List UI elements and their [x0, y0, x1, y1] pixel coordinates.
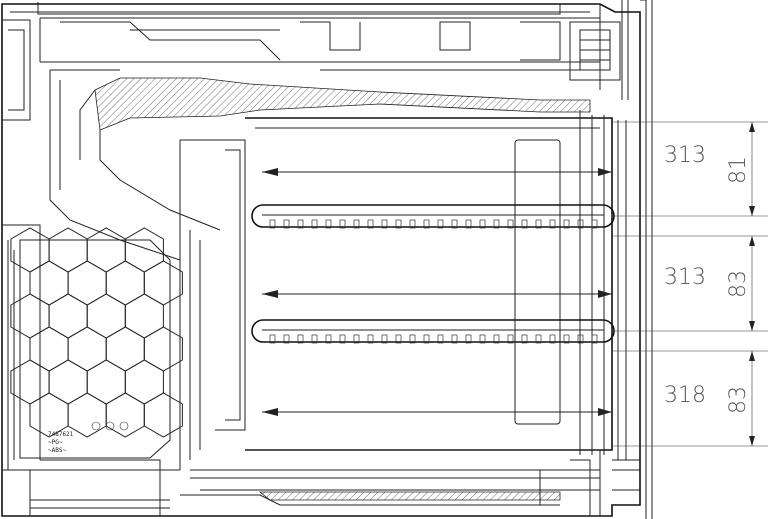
shelf-slot	[409, 219, 416, 229]
shelf-slot	[549, 219, 556, 229]
grille-cell	[143, 326, 183, 372]
shelf-slot	[479, 334, 486, 344]
depth-label-2: 313	[664, 265, 706, 290]
grille-cell	[105, 326, 145, 372]
shelf-slot	[381, 219, 388, 229]
grille-cell	[48, 227, 88, 273]
grille-cell	[29, 260, 69, 306]
shelf-slot	[325, 219, 332, 229]
shelf-slot	[269, 334, 276, 344]
grille-cell	[124, 227, 164, 273]
fan-column	[179, 139, 246, 470]
grille-cell	[124, 293, 164, 339]
grille-cell	[67, 326, 107, 372]
shelf-slot	[311, 334, 318, 344]
honeycomb-grille	[10, 227, 183, 438]
grille-cell	[67, 260, 107, 306]
shelf-slot	[423, 334, 430, 344]
shelf-slot	[283, 334, 290, 344]
shelf-slot	[451, 219, 458, 229]
shelf-slot	[339, 334, 346, 344]
part-label: 7487621 ~PG~ ~ABS~	[48, 421, 129, 454]
shelf-slot	[507, 334, 514, 344]
top-structure	[39, 17, 621, 90]
grille-cell	[10, 293, 50, 339]
shelf-slot	[451, 334, 458, 344]
shelf-slot	[297, 219, 304, 229]
grille-cell	[124, 359, 164, 405]
shelf-slot	[535, 334, 542, 344]
grille-frame	[19, 239, 171, 459]
bottom-structure	[30, 459, 640, 516]
shelf-slot	[339, 219, 346, 229]
depth-label-3: 318	[664, 383, 706, 408]
shelf-slot	[521, 334, 528, 344]
shelf-slot	[353, 334, 360, 344]
shelf-slot	[367, 219, 374, 229]
shelf-slot	[381, 334, 388, 344]
depth-label-1: 313	[664, 143, 706, 168]
shelf-slot	[325, 334, 332, 344]
shelf-slot	[269, 219, 276, 229]
shelf-slot	[465, 219, 472, 229]
shelf-slot	[367, 334, 374, 344]
height-label-3: 83	[726, 386, 751, 414]
shelf-slot	[423, 219, 430, 229]
grille-cell	[105, 260, 145, 306]
part-sublabel-2: ~ABS~	[48, 447, 66, 454]
shelf-slot	[395, 334, 402, 344]
depth-arrows	[262, 168, 612, 416]
left-panel	[2, 19, 180, 516]
grille-cell	[67, 392, 107, 438]
shelf-slot	[577, 219, 584, 229]
main-compartment	[190, 110, 640, 516]
shelf-slot	[395, 219, 402, 229]
shelf-2-slots	[269, 334, 598, 344]
part-sublabel-1: ~PG~	[48, 439, 63, 446]
shelf-slot	[437, 334, 444, 344]
shelf-slot	[311, 219, 318, 229]
shelf-slot	[563, 219, 570, 229]
shelf-slot	[493, 219, 500, 229]
shelf-slot	[493, 334, 500, 344]
shelf-1-slots	[269, 219, 598, 229]
shelf-slot	[353, 219, 360, 229]
shelf-slot	[591, 219, 598, 229]
shelf-slot	[465, 334, 472, 344]
grille-cell	[10, 227, 50, 273]
grille-cell	[143, 392, 183, 438]
shelf-slot	[283, 219, 290, 229]
shelf-slot	[591, 334, 598, 344]
shelf-slot	[437, 219, 444, 229]
grille-cell	[29, 326, 69, 372]
shelf-slot	[297, 334, 304, 344]
shelf-slot	[549, 334, 556, 344]
grille-cell	[86, 359, 126, 405]
shelf-slot	[563, 334, 570, 344]
dimension-lines	[612, 121, 768, 447]
air-duct	[49, 69, 591, 261]
grille-cell	[48, 293, 88, 339]
grille-cell	[10, 359, 50, 405]
shelf-slot	[577, 334, 584, 344]
grille-cell	[143, 260, 183, 306]
height-label-1: 81	[726, 156, 751, 184]
grille-cell	[86, 293, 126, 339]
grille-cell	[48, 359, 88, 405]
dimension-labels: 313 313 318 81 83 83	[664, 143, 751, 414]
shelf-slot	[479, 219, 486, 229]
part-number: 7487621	[48, 431, 74, 438]
grille-cell	[105, 392, 145, 438]
shelf-slot	[521, 219, 528, 229]
height-label-2: 83	[726, 270, 751, 298]
shelf-slot	[409, 334, 416, 344]
shelf-slot	[507, 219, 514, 229]
outer-housing	[1, 0, 653, 519]
shelf-slot	[535, 219, 542, 229]
